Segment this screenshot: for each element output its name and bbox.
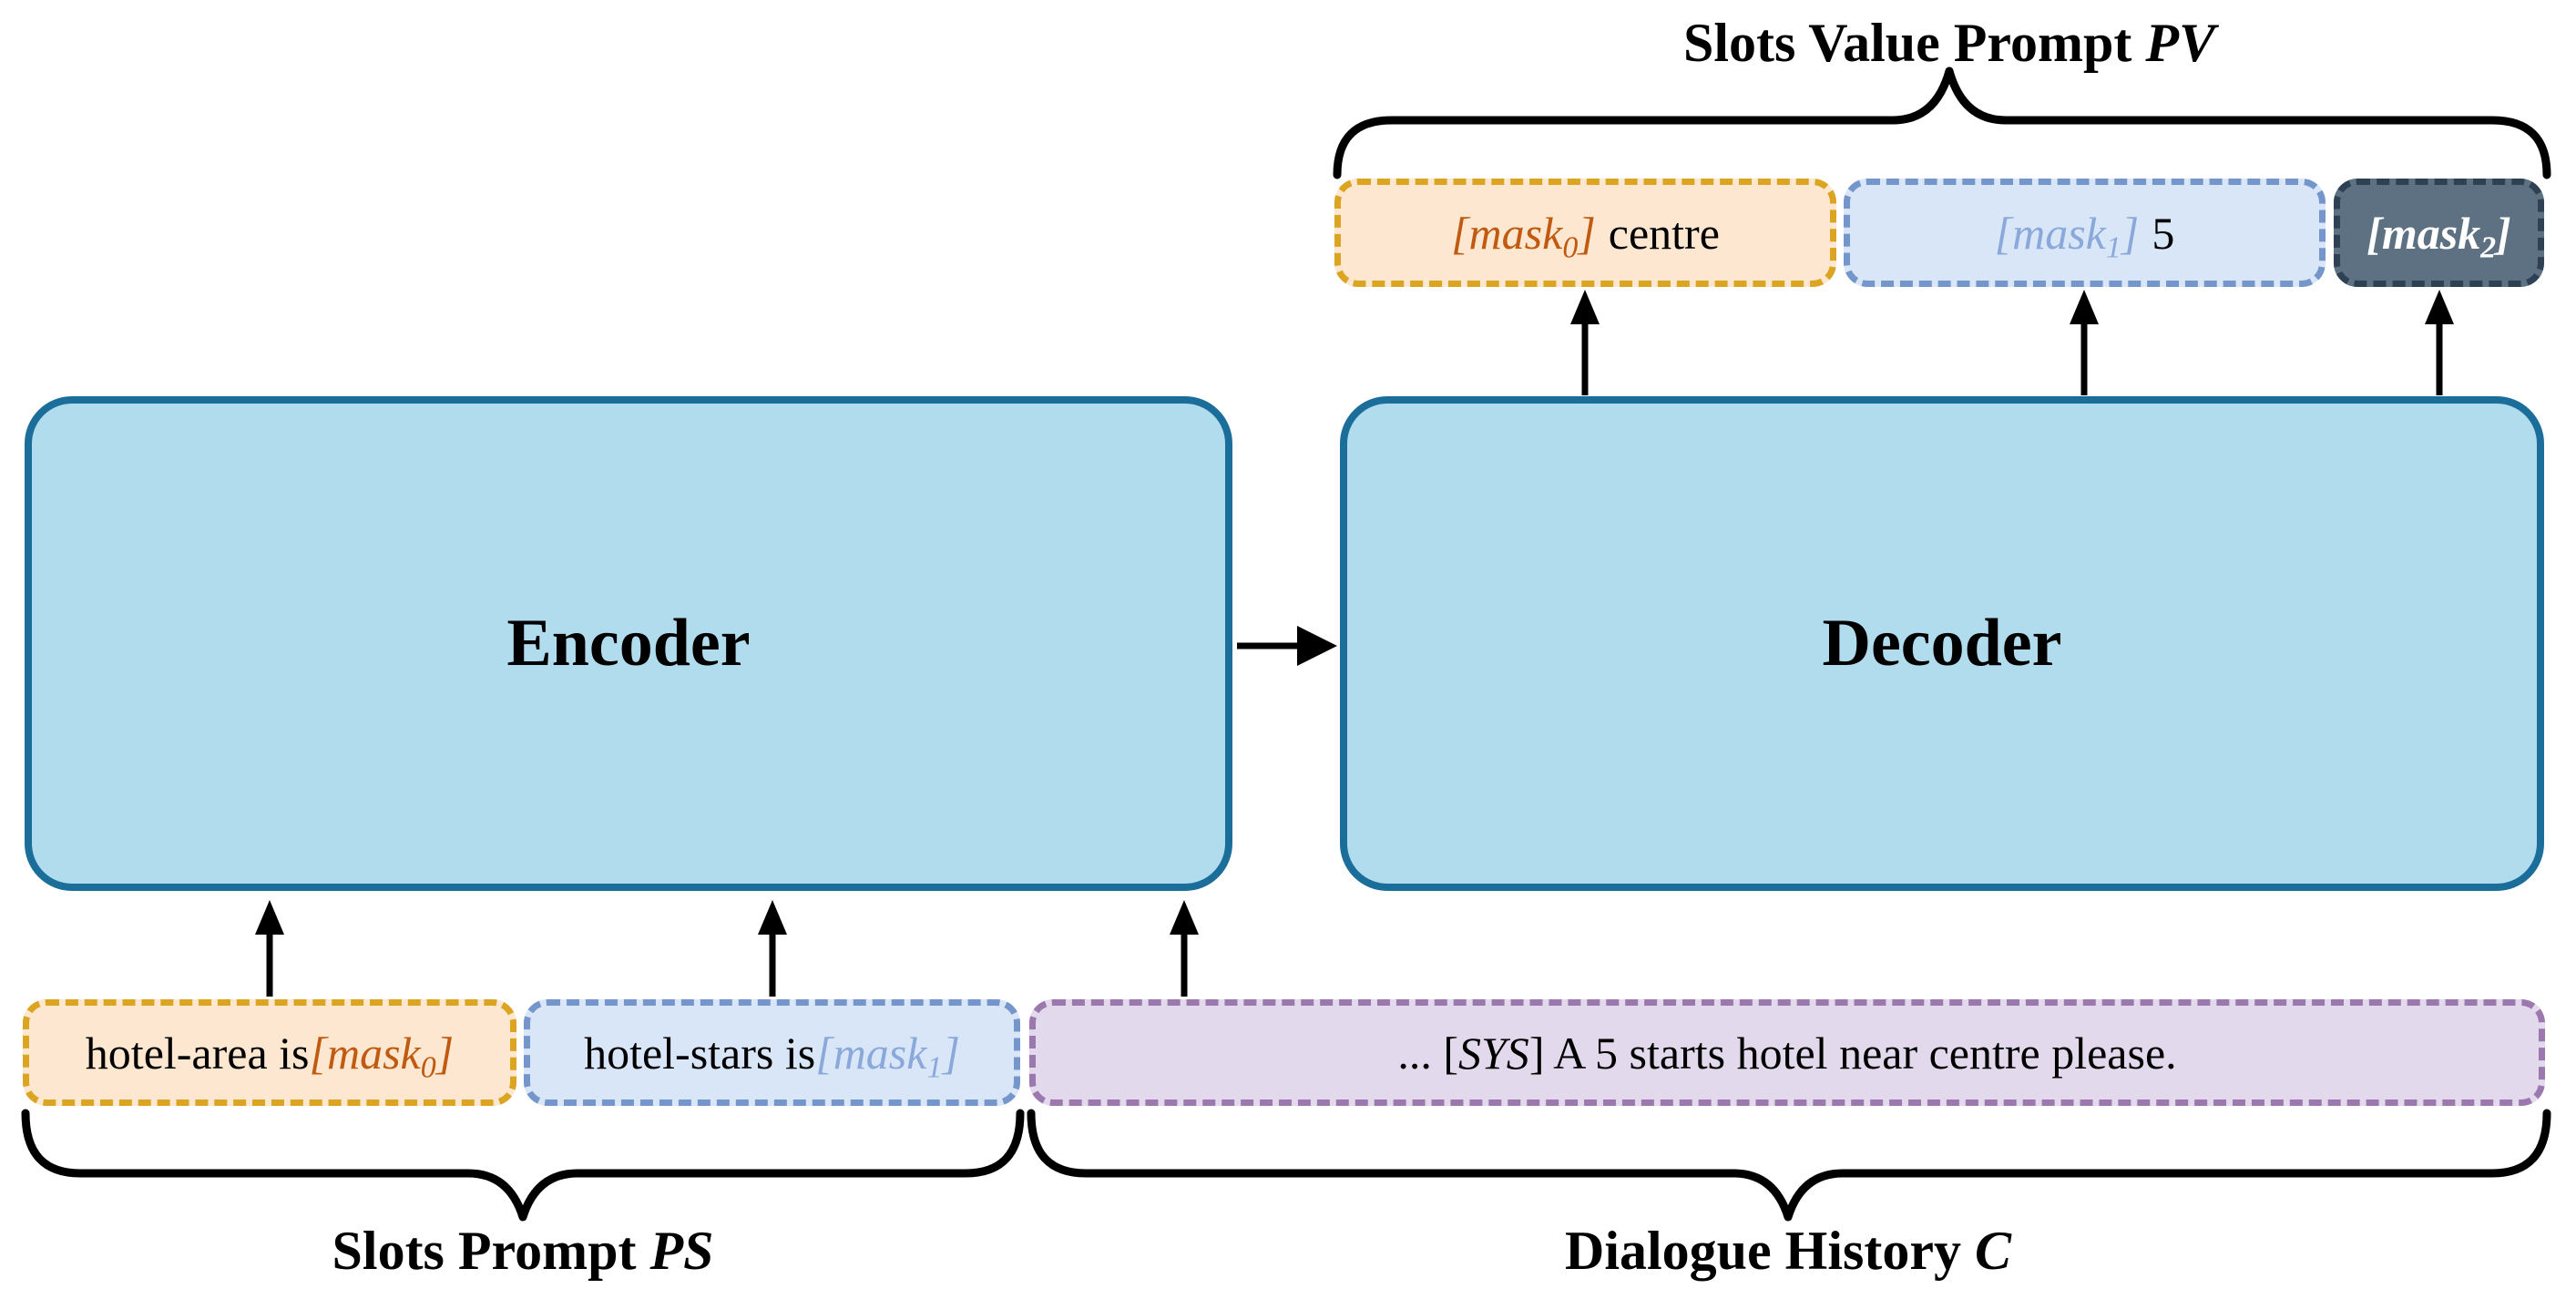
history-sys-token: SYS	[1458, 1027, 1529, 1079]
slot-prompt-box-hotel-area: hotel-area is [mask0]	[23, 999, 516, 1106]
slot0-open-bracket: [	[309, 1027, 327, 1079]
slot1-subscript: 1	[926, 1050, 943, 1085]
mask1-value-token: [mask1]	[1994, 207, 2140, 263]
mask2-value-token: [mask2]	[2366, 207, 2511, 263]
mask1-predicted-value: 5	[2152, 207, 2175, 259]
value-box-mask2: [mask2]	[2334, 179, 2544, 287]
slots-value-prompt-var: PV	[2145, 13, 2215, 73]
decoder-to-mask2-arrow	[2425, 290, 2454, 395]
dialogue-history-var: C	[1974, 1221, 2011, 1281]
dialogue-history-box: ... [SYS] A 5 starts hotel near centre p…	[1029, 999, 2545, 1106]
slot0-prefix: hotel-area is	[85, 1027, 310, 1079]
slots-prompt-label: Slots Prompt PS	[250, 1222, 796, 1280]
mask0-predicted-value: centre	[1608, 207, 1720, 259]
value-box-mask0: [mask0]centre	[1334, 179, 1836, 287]
slot1-word: mask	[833, 1027, 927, 1079]
decoder-block: Decoder	[1340, 396, 2544, 891]
history-pre: ... [	[1397, 1027, 1458, 1079]
slot1-close-bracket: ]	[942, 1027, 960, 1079]
slots-prompt-var: PS	[649, 1221, 714, 1281]
slot0-to-encoder-arrow	[255, 900, 284, 997]
decoder-to-mask0-arrow	[1570, 290, 1600, 395]
slot0-subscript: 0	[420, 1050, 436, 1085]
dialogue-history-brace	[1027, 1109, 2551, 1222]
slot0-word: mask	[326, 1027, 421, 1079]
mask1-subscript: 1	[2105, 230, 2121, 265]
mask1-word: mask	[2012, 207, 2106, 259]
slots-prompt-brace	[21, 1109, 1025, 1222]
slots-value-prompt-text: Slots Value Prompt	[1683, 13, 2146, 73]
encoder-block: Encoder	[25, 396, 1232, 891]
mask1-close-bracket: ]	[2121, 207, 2140, 259]
mask2-word: mask	[2381, 207, 2481, 259]
decoder-to-mask1-arrow	[2070, 290, 2099, 395]
mask0-word: mask	[1468, 207, 1563, 259]
slot-prompt-box-hotel-stars: hotel-stars is [mask1]	[524, 999, 1020, 1106]
slots-value-prompt-label: Slots Value Prompt PV	[1630, 15, 2268, 72]
encoder-label: Encoder	[506, 606, 751, 680]
mask1-open-bracket: [	[1994, 207, 2013, 259]
mask0-close-bracket: ]	[1578, 207, 1596, 259]
slot1-to-encoder-arrow	[758, 900, 787, 997]
slots-value-prompt-brace	[1333, 66, 2551, 179]
decoder-label: Decoder	[1822, 606, 2062, 680]
slot0-mask-token: [mask0]	[309, 1027, 455, 1083]
mask0-subscript: 0	[1562, 230, 1579, 265]
slots-prompt-text: Slots Prompt	[332, 1221, 650, 1281]
value-box-mask1: [mask1]5	[1844, 179, 2326, 287]
dialogue-history-text: Dialogue History	[1564, 1221, 1975, 1281]
history-post: ] A 5 starts hotel near centre please.	[1528, 1027, 2177, 1079]
encoder-to-decoder-arrow	[1237, 626, 1337, 666]
mask2-open-bracket: [	[2366, 207, 2382, 259]
mask2-close-bracket: ]	[2496, 207, 2511, 259]
history-to-encoder-arrow	[1170, 900, 1199, 997]
mask0-open-bracket: [	[1451, 207, 1469, 259]
mask0-value-token: [mask0]	[1451, 207, 1596, 263]
dialogue-history-label: Dialogue History C	[1515, 1222, 2061, 1280]
slot1-open-bracket: [	[815, 1027, 833, 1079]
slot0-close-bracket: ]	[435, 1027, 455, 1079]
slot1-prefix: hotel-stars is	[584, 1027, 816, 1079]
mask2-subscript: 2	[2480, 230, 2497, 265]
slot1-mask-token: [mask1]	[815, 1027, 960, 1083]
